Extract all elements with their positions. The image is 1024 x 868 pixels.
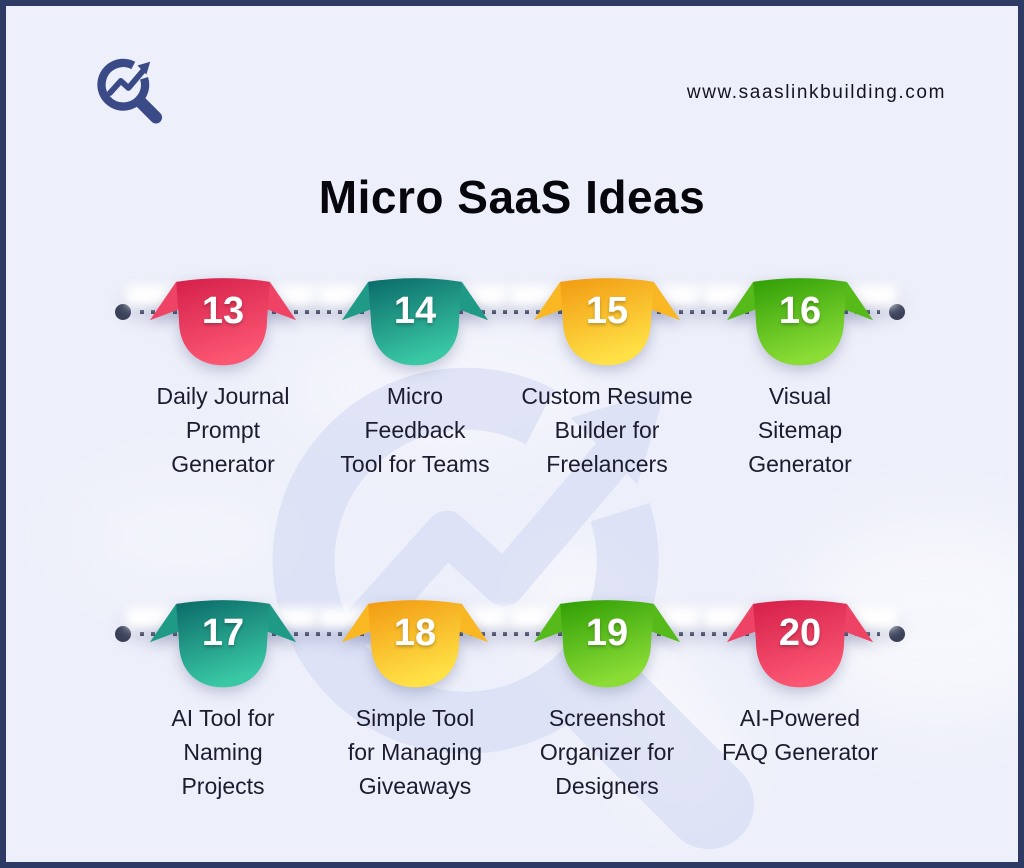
ribbon-badge: 15 [510, 277, 704, 373]
ribbon-badge: 20 [703, 599, 897, 695]
ribbon-badge-shape [726, 278, 874, 366]
timeline-dashes [140, 632, 880, 636]
timeline-end-dot [115, 304, 131, 320]
ribbon-badge: 14 [318, 277, 512, 373]
timeline-end-dot [115, 626, 131, 642]
idea-number: 15 [585, 290, 629, 332]
idea-label: AI-Powered FAQ Generator [722, 705, 878, 765]
ribbon-badge: 16 [703, 277, 897, 373]
timeline-end-dot [889, 304, 905, 320]
ribbon-badge-shape [149, 278, 297, 366]
idea-item-17: 17 AI Tool for Naming Projects [118, 599, 328, 803]
idea-label: Custom Resume Builder for Freelancers [521, 383, 693, 477]
idea-item-20: 20 AI-Powered FAQ Generator [695, 599, 905, 769]
dotted-timeline [115, 626, 905, 642]
idea-number: 17 [201, 612, 245, 654]
idea-label: Screenshot Organizer for Designers [539, 705, 675, 799]
ribbon-badge-shape [149, 600, 297, 688]
idea-number: 18 [393, 612, 437, 654]
idea-item-18: 18 Simple Tool for Managing Giveaways [310, 599, 520, 803]
idea-number: 16 [778, 290, 822, 332]
ribbon-badge-shape [533, 278, 681, 366]
idea-number: 13 [201, 290, 245, 332]
ribbon-badge: 13 [126, 277, 320, 373]
timeline-end-dot [889, 626, 905, 642]
timeline-dashes [140, 310, 880, 314]
background-blob [66, 476, 306, 596]
idea-number: 20 [778, 612, 822, 654]
idea-item-14: 14 Micro Feedback Tool for Teams [310, 277, 520, 481]
ribbon-badge-shape [533, 600, 681, 688]
idea-number: 14 [393, 290, 437, 332]
ribbon-badge: 19 [510, 599, 704, 695]
idea-number: 19 [585, 612, 629, 654]
idea-label: AI Tool for Naming Projects [171, 705, 275, 799]
timeline-row-1: 13 Daily Journal Prompt Generator 14 Mic… [6, 277, 1018, 517]
idea-label: Micro Feedback Tool for Teams [340, 383, 490, 477]
idea-item-19: 19 Screenshot Organizer for Designers [502, 599, 712, 803]
idea-label: Simple Tool for Managing Giveaways [347, 705, 483, 799]
ribbon-badge: 17 [126, 599, 320, 695]
magnifier-trend-arrow-icon [97, 58, 163, 124]
timeline-row-2: 17 AI Tool for Naming Projects 18 Simple… [6, 599, 1018, 839]
ribbon-badge-shape [341, 600, 489, 688]
idea-item-16: 16 Visual Sitemap Generator [695, 277, 905, 481]
idea-item-15: 15 Custom Resume Builder for Freelancers [502, 277, 712, 481]
ribbon-badge: 18 [318, 599, 512, 695]
idea-item-13: 13 Daily Journal Prompt Generator [118, 277, 328, 481]
ribbon-badge-shape [341, 278, 489, 366]
idea-label: Visual Sitemap Generator [748, 383, 852, 477]
dotted-timeline [115, 304, 905, 320]
ribbon-badge-shape [726, 600, 874, 688]
page-title: Micro SaaS Ideas [318, 171, 706, 223]
website-url: www.saaslinkbuilding.com [686, 82, 946, 103]
idea-label: Daily Journal Prompt Generator [156, 383, 290, 477]
